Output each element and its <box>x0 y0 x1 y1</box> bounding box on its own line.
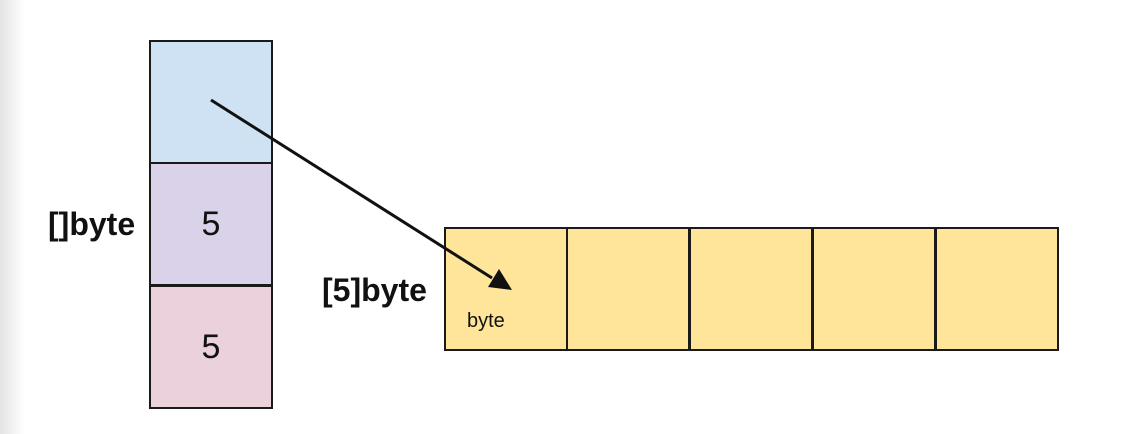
slice-type-label: []byte <box>48 206 136 242</box>
array-element-0: byte <box>444 227 568 351</box>
slice-length-value: 5 <box>201 204 221 243</box>
slice-pointer-field <box>149 40 273 164</box>
array-element-1 <box>566 227 690 351</box>
slice-length-field: 5 <box>149 162 273 286</box>
slice-capacity-field: 5 <box>149 285 273 409</box>
slice-capacity-value: 5 <box>201 327 221 366</box>
array-type-label: [5]byte <box>322 272 427 308</box>
array-element-2 <box>689 227 813 351</box>
array-element-3 <box>812 227 936 351</box>
window-edge-shadow <box>0 0 24 434</box>
array-element-4 <box>935 227 1059 351</box>
array-element-type-label: byte <box>467 310 505 332</box>
